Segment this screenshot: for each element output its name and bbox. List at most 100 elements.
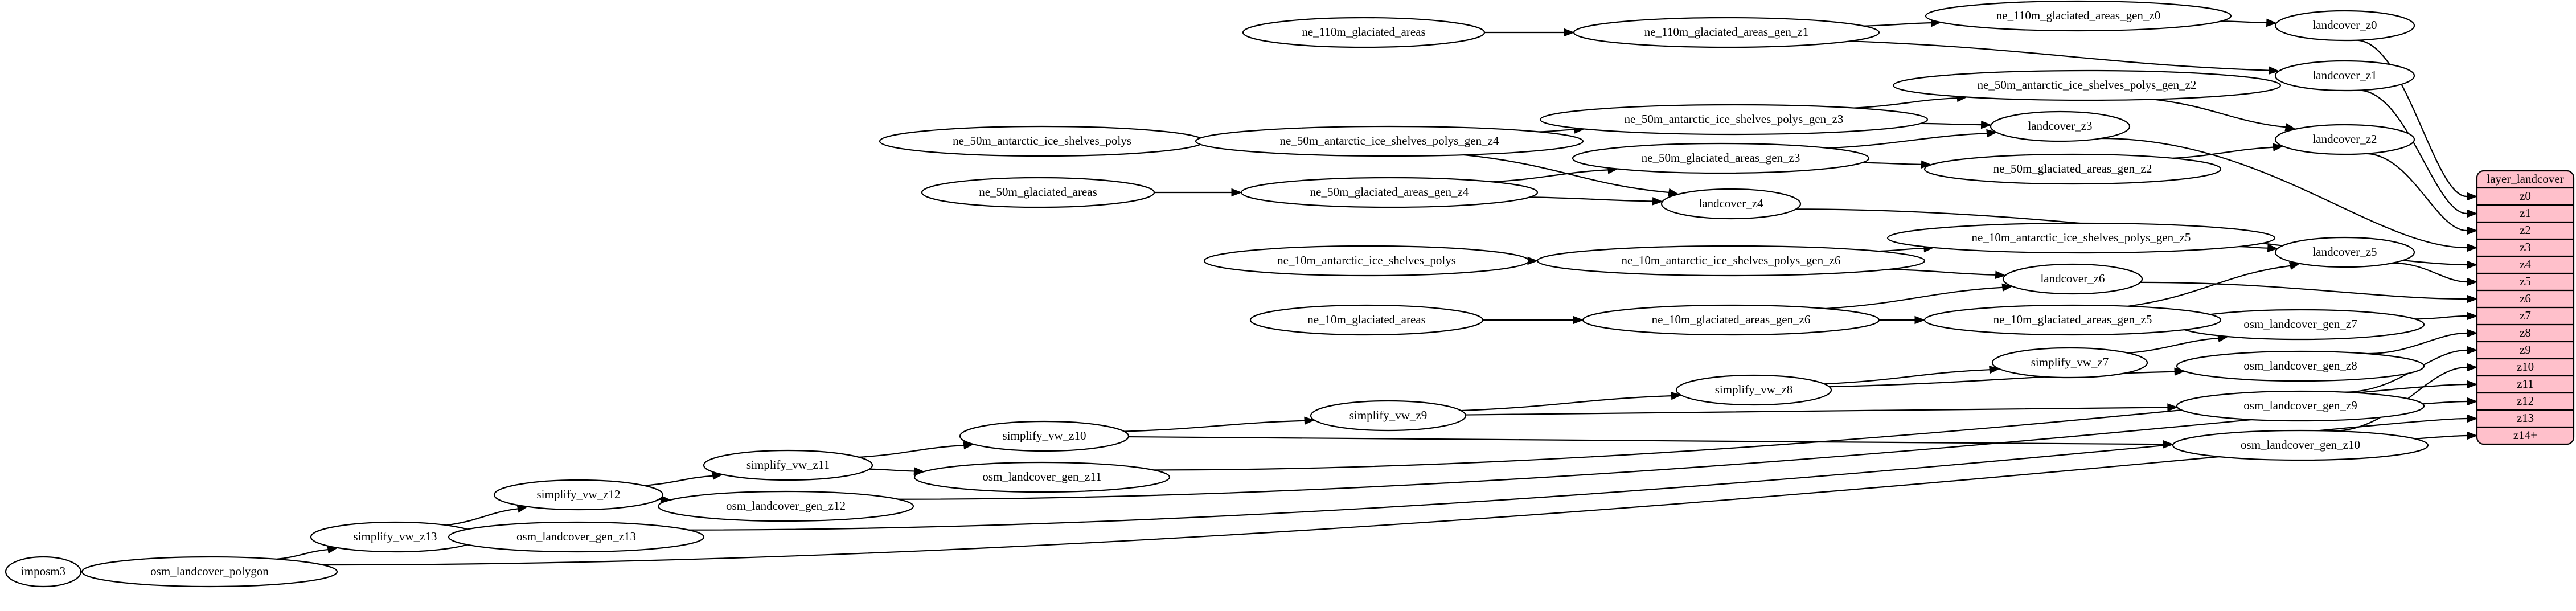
node-ne_110m_glaciated_areas_gen_z1[interactable]: ne_110m_glaciated_areas_gen_z1: [1573, 17, 1880, 48]
node-ne_110m_glaciated_areas[interactable]: ne_110m_glaciated_areas: [1242, 17, 1486, 48]
node-shape-simplify_vw_z9[interactable]: [1310, 400, 1467, 432]
node-ne_50m_antarctic_ice_shelves_polys_gen_z3[interactable]: ne_50m_antarctic_ice_shelves_polys_gen_z…: [1539, 104, 1929, 136]
node-shape-ne_50m_glaciated_areas_gen_z4[interactable]: [1240, 177, 1539, 208]
node-shape-ne_50m_glaciated_areas_gen_z3[interactable]: [1572, 142, 1870, 174]
node-osm_landcover_gen_z10[interactable]: osm_landcover_gen_z10: [2172, 429, 2429, 461]
record-row-z6[interactable]: z6: [2477, 290, 2574, 307]
node-landcover_z3[interactable]: landcover_z3: [1990, 110, 2131, 142]
node-osm_landcover_polygon[interactable]: osm_landcover_polygon: [81, 556, 338, 588]
node-shape-landcover_z0[interactable]: [2274, 10, 2415, 42]
node-ne_110m_glaciated_areas_gen_z0[interactable]: ne_110m_glaciated_areas_gen_z0: [1925, 0, 2232, 32]
node-osm_landcover_gen_z9[interactable]: osm_landcover_gen_z9: [2176, 390, 2425, 422]
node-simplify_vw_z9[interactable]: simplify_vw_z9: [1310, 400, 1467, 432]
node-shape-simplify_vw_z10[interactable]: [959, 420, 1130, 452]
edge-osm_landcover_gen_z7-to-layer_landcover-z7: [2415, 311, 2478, 321]
node-shape-simplify_vw_z12[interactable]: [493, 479, 664, 511]
record-row-z4[interactable]: z4: [2477, 256, 2574, 273]
node-shape-landcover_z1[interactable]: [2274, 60, 2415, 92]
node-simplify_vw_z8[interactable]: simplify_vw_z8: [1675, 374, 1832, 406]
edge-ne_10m_antarctic_ice_shelves_polys_gen_z6-to-landcover_z6: [1889, 268, 2007, 279]
node-shape-ne_110m_glaciated_areas[interactable]: [1242, 17, 1486, 48]
node-shape-ne_10m_antarctic_ice_shelves_polys[interactable]: [1203, 245, 1530, 277]
node-shape-ne_50m_glaciated_areas_gen_z2[interactable]: [1923, 153, 2222, 185]
record-row-z1[interactable]: z1: [2477, 205, 2574, 222]
node-shape-ne_50m_glaciated_areas[interactable]: [921, 177, 1155, 208]
node-ne_50m_antarctic_ice_shelves_polys[interactable]: ne_50m_antarctic_ice_shelves_polys: [879, 125, 1205, 157]
node-shape-ne_10m_glaciated_areas[interactable]: [1249, 304, 1484, 336]
record-row-label-z14p: z14+: [2513, 428, 2537, 442]
node-ne_50m_glaciated_areas_gen_z3[interactable]: ne_50m_glaciated_areas_gen_z3: [1572, 142, 1870, 174]
edge-landcover_z0-to-layer_landcover-z0: [2356, 39, 2478, 201]
node-shape-osm_landcover_gen_z8[interactable]: [2176, 350, 2425, 382]
node-ne_10m_antarctic_ice_shelves_polys_gen_z6[interactable]: ne_10m_antarctic_ice_shelves_polys_gen_z…: [1536, 245, 1926, 277]
record-row-z8[interactable]: z8: [2477, 325, 2574, 342]
edge-osm_landcover_polygon-to-simplify_vw_z13: [276, 546, 339, 560]
record-row-z2[interactable]: z2: [2477, 222, 2574, 239]
node-ne_10m_glaciated_areas[interactable]: ne_10m_glaciated_areas: [1249, 304, 1484, 336]
node-shape-ne_10m_glaciated_areas_gen_z5[interactable]: [1923, 304, 2222, 336]
node-shape-osm_landcover_gen_z11[interactable]: [913, 461, 1171, 493]
record-row-label-z9: z9: [2520, 343, 2531, 356]
node-ne_10m_antarctic_ice_shelves_polys_gen_z5[interactable]: ne_10m_antarctic_ice_shelves_polys_gen_z…: [1886, 222, 2276, 254]
node-ne_10m_glaciated_areas_gen_z6[interactable]: ne_10m_glaciated_areas_gen_z6: [1582, 304, 1880, 336]
node-shape-ne_10m_antarctic_ice_shelves_polys_gen_z5[interactable]: [1886, 222, 2276, 254]
node-landcover_z2[interactable]: landcover_z2: [2274, 124, 2415, 155]
node-label-ne_50m_antarctic_ice_shelves_polys_gen_z2: ne_50m_antarctic_ice_shelves_polys_gen_z…: [1978, 78, 2197, 92]
node-ne_50m_antarctic_ice_shelves_polys_gen_z2[interactable]: ne_50m_antarctic_ice_shelves_polys_gen_z…: [1892, 69, 2282, 101]
node-shape-landcover_z2[interactable]: [2274, 124, 2415, 155]
node-shape-ne_50m_antarctic_ice_shelves_polys_gen_z3[interactable]: [1539, 104, 1929, 136]
edge-simplify_vw_z10-to-simplify_vw_z9: [1124, 416, 1315, 432]
record-row-z10[interactable]: z10: [2477, 359, 2574, 376]
node-shape-imposm3[interactable]: [5, 556, 82, 588]
node-ne_50m_glaciated_areas[interactable]: ne_50m_glaciated_areas: [921, 177, 1155, 208]
node-osm_landcover_gen_z8[interactable]: osm_landcover_gen_z8: [2176, 350, 2425, 382]
node-shape-osm_landcover_gen_z10[interactable]: [2172, 429, 2429, 461]
node-shape-osm_landcover_gen_z9[interactable]: [2176, 390, 2425, 422]
node-ne_50m_glaciated_areas_gen_z4[interactable]: ne_50m_glaciated_areas_gen_z4: [1240, 177, 1539, 208]
node-ne_50m_glaciated_areas_gen_z2[interactable]: ne_50m_glaciated_areas_gen_z2: [1923, 153, 2222, 185]
record-row-z7[interactable]: z7: [2477, 307, 2574, 325]
node-landcover_z0[interactable]: landcover_z0: [2274, 10, 2415, 42]
node-label-landcover_z3: landcover_z3: [2028, 119, 2092, 133]
node-shape-landcover_z5[interactable]: [2274, 236, 2415, 268]
node-shape-osm_landcover_gen_z13[interactable]: [448, 521, 705, 553]
record-row-z0[interactable]: z0: [2477, 188, 2574, 205]
record-row-z3[interactable]: z3: [2477, 239, 2574, 256]
node-simplify_vw_z11[interactable]: simplify_vw_z11: [703, 449, 873, 481]
node-shape-ne_50m_antarctic_ice_shelves_polys_gen_z4[interactable]: [1195, 125, 1584, 157]
node-shape-osm_landcover_gen_z12[interactable]: [657, 490, 914, 522]
record-row-z12[interactable]: z12: [2477, 393, 2574, 410]
record-row-z5[interactable]: z5: [2477, 273, 2574, 290]
record-row-z14p[interactable]: z14+: [2477, 427, 2574, 444]
node-shape-simplify_vw_z11[interactable]: [703, 449, 873, 481]
node-shape-ne_110m_glaciated_areas_gen_z0[interactable]: [1925, 0, 2232, 32]
node-shape-landcover_z4[interactable]: [1660, 188, 1802, 220]
node-ne_10m_glaciated_areas_gen_z5[interactable]: ne_10m_glaciated_areas_gen_z5: [1923, 304, 2222, 336]
record-node-layer-landcover[interactable]: layer_landcoverz0z1z2z3z4z5z6z7z8z9z10z1…: [2476, 170, 2575, 445]
node-simplify_vw_z12[interactable]: simplify_vw_z12: [493, 479, 664, 511]
node-shape-landcover_z3[interactable]: [1990, 110, 2131, 142]
node-shape-ne_10m_glaciated_areas_gen_z6[interactable]: [1582, 304, 1880, 336]
node-osm_landcover_gen_z11[interactable]: osm_landcover_gen_z11: [913, 461, 1171, 493]
node-landcover_z5[interactable]: landcover_z5: [2274, 236, 2415, 268]
node-landcover_z4[interactable]: landcover_z4: [1660, 188, 1802, 220]
record-row-z9[interactable]: z9: [2477, 342, 2574, 359]
node-shape-simplify_vw_z7[interactable]: [1991, 347, 2148, 379]
node-shape-ne_110m_glaciated_areas_gen_z1[interactable]: [1573, 17, 1880, 48]
record-row-z13[interactable]: z13: [2477, 410, 2574, 427]
node-shape-landcover_z6[interactable]: [2002, 263, 2143, 295]
node-landcover_z1[interactable]: landcover_z1: [2274, 60, 2415, 92]
node-simplify_vw_z7[interactable]: simplify_vw_z7: [1991, 347, 2148, 379]
node-landcover_z6[interactable]: landcover_z6: [2002, 263, 2143, 295]
record-row-z11[interactable]: z11: [2477, 376, 2574, 393]
node-simplify_vw_z10[interactable]: simplify_vw_z10: [959, 420, 1130, 452]
node-shape-osm_landcover_polygon[interactable]: [81, 556, 338, 588]
node-osm_landcover_gen_z12[interactable]: osm_landcover_gen_z12: [657, 490, 914, 522]
node-imposm3[interactable]: imposm3: [5, 556, 82, 588]
node-ne_50m_antarctic_ice_shelves_polys_gen_z4[interactable]: ne_50m_antarctic_ice_shelves_polys_gen_z…: [1195, 125, 1584, 157]
node-shape-ne_10m_antarctic_ice_shelves_polys_gen_z6[interactable]: [1536, 245, 1926, 277]
node-ne_10m_antarctic_ice_shelves_polys[interactable]: ne_10m_antarctic_ice_shelves_polys: [1203, 245, 1530, 277]
node-osm_landcover_gen_z13[interactable]: osm_landcover_gen_z13: [448, 521, 705, 553]
node-shape-ne_50m_antarctic_ice_shelves_polys_gen_z2[interactable]: [1892, 69, 2282, 101]
node-shape-simplify_vw_z8[interactable]: [1675, 374, 1832, 406]
